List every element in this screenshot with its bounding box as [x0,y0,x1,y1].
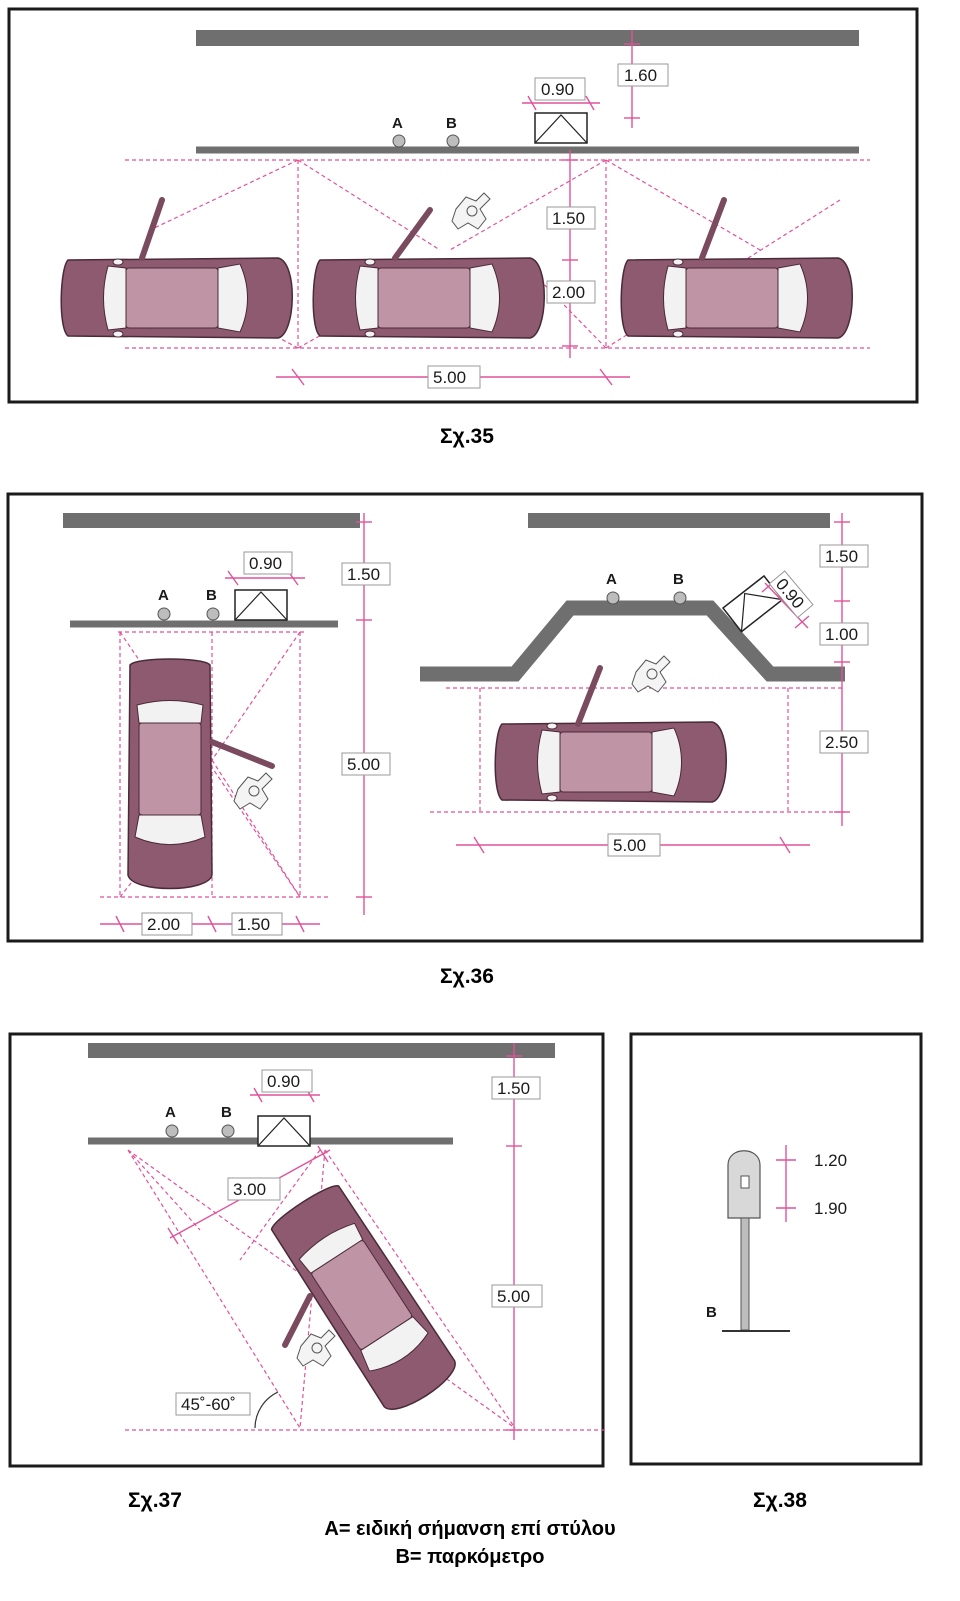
marker-b-label: B [673,571,684,588]
dim-1-90: 1.90 [814,1199,847,1218]
legend-a: A= ειδική σήμανση επί στύλου [324,1518,615,1540]
sign-icon [257,1115,311,1147]
legend-b: B= παρκόμετρο [395,1546,544,1568]
dim-5-00: 5.00 [613,836,646,855]
dim-0-90: 0.90 [249,554,282,573]
car-icon [60,257,294,339]
figure-38-caption: Σχ.38 [753,1489,807,1512]
dim-1-50-bottom: 1.50 [237,915,270,934]
dim-1-50: 1.50 [825,547,858,566]
parking-meter-icon [722,1150,790,1332]
angle-label: 45˚-60˚ [181,1395,236,1414]
figure-38-frame [629,1032,923,1466]
marker-b-label: B [446,115,457,132]
angle-arc [254,1391,279,1429]
figure-36-caption: Σχ.36 [440,965,494,988]
marker-a-label: A [165,1104,176,1121]
top-wall [528,513,830,528]
top-wall [88,1043,555,1058]
figure-38: 1.20 1.90 B [629,1032,923,1466]
marker-b-post [673,591,687,605]
marker-b-label: B [706,1304,717,1321]
dim-1-50: 1.50 [497,1079,530,1098]
car-icon [312,257,546,339]
top-wall [196,30,859,46]
marker-a-post [606,591,620,605]
marker-b-post [446,134,460,148]
marker-a-post [157,607,171,621]
marker-b-post [206,607,220,621]
sign-icon [534,112,588,144]
dim-5-00: 5.00 [433,368,466,387]
dim-0-90: 0.90 [541,80,574,99]
marker-a-label: A [158,587,169,604]
car-icon [620,257,854,339]
dim-2-50: 2.50 [825,733,858,752]
door-open-indicator [699,197,727,261]
dim-3-00: 3.00 [233,1180,266,1199]
dim-1-50: 1.50 [552,209,585,228]
figure-35-caption: Σχ.35 [440,425,494,448]
marker-b-label: B [206,587,217,604]
figure-37: A B 0.90 3.00 1.50 5.00 45˚-60˚ [8,1032,605,1468]
dim-5-00: 5.00 [347,755,380,774]
figure-37-caption: Σχ.37 [128,1489,182,1512]
marker-b-label: B [221,1104,232,1121]
door-open-indicator [139,197,165,261]
door-open-indicator [575,665,603,727]
door-open-indicator [209,739,275,769]
marker-a-post [165,1124,179,1138]
figure-36: A B 0.90 1.50 5.00 2.00 1.50 [6,492,924,943]
dim-1-00: 1.00 [825,625,858,644]
dim-1-20: 1.20 [814,1151,847,1170]
car-icon [127,658,213,890]
figure-35: A B 0.90 1.60 1.50 2.00 [7,7,919,404]
car-icon [494,721,728,803]
top-wall [63,513,360,528]
marker-a-post [392,134,406,148]
dim-5-00: 5.00 [497,1287,530,1306]
dim-0-90: 0.90 [267,1072,300,1091]
dim-2-00: 2.00 [552,283,585,302]
door-open-indicator [392,207,433,261]
marker-a-label: A [392,115,403,132]
sign-icon [234,589,288,621]
door-open-indicator [282,1293,313,1348]
dim-1-60: 1.60 [624,66,657,85]
dim-1-50-top: 1.50 [347,565,380,584]
marker-b-post [221,1124,235,1138]
marker-a-label: A [606,571,617,588]
dim-2-00: 2.00 [147,915,180,934]
curb-bulb-out [420,600,845,682]
